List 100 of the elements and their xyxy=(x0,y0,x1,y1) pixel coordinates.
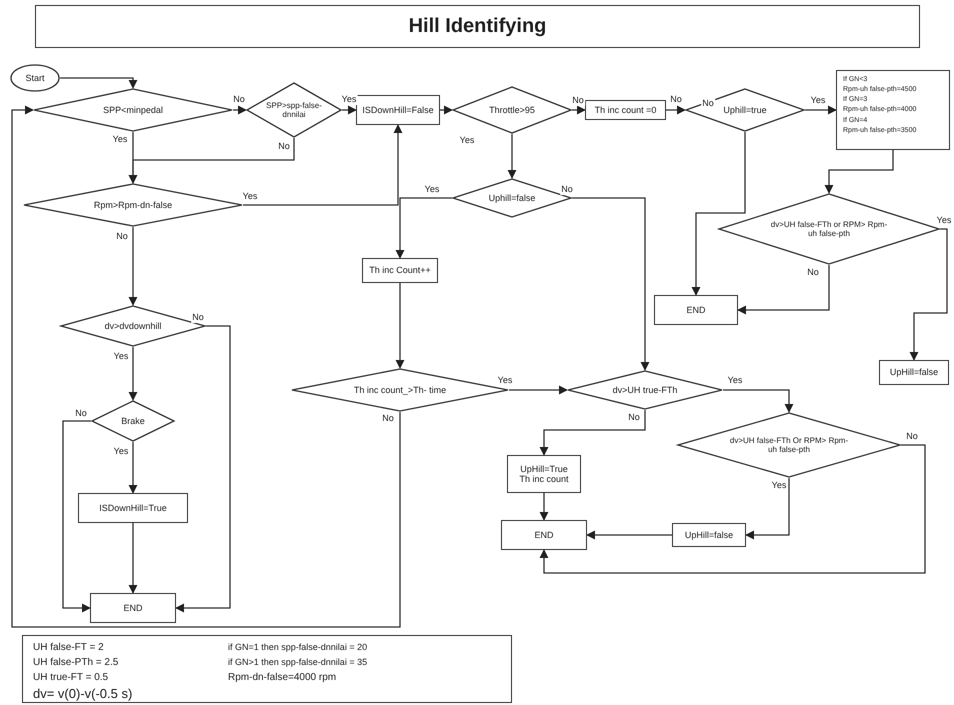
flow-arrow xyxy=(539,493,549,521)
process-box xyxy=(654,295,738,325)
process-box xyxy=(836,70,950,150)
title-box: Hill Identifying xyxy=(35,5,920,48)
edge-label: No xyxy=(74,409,88,419)
condition-text: Uphill=true xyxy=(723,104,767,116)
note-box xyxy=(22,635,512,703)
edge-label: Yes xyxy=(810,96,826,106)
condition-text: SPP>spp-false-dnnilai xyxy=(266,100,322,120)
note-text: Rpm-dn-false=4000 rpm xyxy=(228,672,336,684)
flow-arrow xyxy=(509,385,568,395)
edge-label: Yes xyxy=(424,185,440,195)
node-text: UpHill=false xyxy=(890,367,938,378)
node-text: Th inc count xyxy=(519,474,569,484)
decision-diamond xyxy=(60,305,206,347)
condition-text: dv>UH true-FTh xyxy=(612,384,678,396)
edge-label: No xyxy=(560,185,574,195)
note-text: UH false-PTh = 2.5 xyxy=(33,657,118,668)
condition-text: Uphill=false xyxy=(488,192,536,204)
flow-arrow xyxy=(62,420,91,613)
edge-label: No xyxy=(381,414,395,424)
node-text: Th inc Count++ xyxy=(369,265,431,276)
flow-arrow xyxy=(666,105,686,115)
edge-label: Yes xyxy=(112,352,130,362)
flow-arrow xyxy=(539,410,646,456)
condition-text: dv>UH false-FTh Or RPM> Rpm-uh false-pth xyxy=(729,436,849,454)
edge-label: No xyxy=(905,432,919,442)
flow-arrow xyxy=(233,105,247,115)
process-box xyxy=(879,360,949,385)
flow-arrow xyxy=(60,77,138,89)
flow-arrow xyxy=(737,265,830,315)
condition-text: Throttle>95 xyxy=(489,104,535,116)
process-box xyxy=(362,258,438,283)
process-box xyxy=(507,455,581,493)
node-text: END xyxy=(534,530,554,540)
process-box xyxy=(672,523,746,547)
condition-text: dv>dvdownhill xyxy=(104,320,162,332)
condition-text: dv>UH false-FTh or RPM> Rpm-uh false-pth xyxy=(770,220,888,238)
decision-diamond xyxy=(677,412,901,478)
note-text: dv= v(0)-v(-0.5 s) xyxy=(33,687,132,702)
flow-arrow xyxy=(128,227,138,306)
node-text: ISDownHill=True xyxy=(99,502,167,514)
edge-label: No xyxy=(277,142,291,152)
flow-arrow xyxy=(243,124,403,206)
process-box xyxy=(501,520,587,550)
flow-arrow xyxy=(128,442,138,494)
decision-diamond xyxy=(91,400,175,442)
edge-label: Yes xyxy=(726,376,744,386)
decision-diamond xyxy=(246,82,342,138)
edge-label: No xyxy=(669,95,683,105)
flow-arrow xyxy=(805,105,837,115)
process-box xyxy=(585,100,666,120)
flow-arrow xyxy=(128,347,138,401)
edge-label: Yes xyxy=(112,135,128,145)
flow-arrow xyxy=(745,478,790,540)
flow-arrow xyxy=(723,389,794,413)
flow-arrow xyxy=(395,283,405,369)
edge-label: Yes xyxy=(242,192,258,202)
decision-diamond xyxy=(685,88,805,132)
node-text: Th inc count =0 xyxy=(594,104,656,116)
decision-diamond xyxy=(567,370,723,410)
flow-arrow xyxy=(342,105,357,115)
decision-diamond xyxy=(452,86,572,134)
flow-arrow xyxy=(128,132,138,184)
node-text: UpHill=True xyxy=(520,464,568,474)
flow-arrow xyxy=(539,444,926,574)
edge-label: Yes xyxy=(770,481,788,491)
flow-arrow xyxy=(572,105,586,115)
flow-arrow xyxy=(11,105,401,628)
flow-arrow xyxy=(909,228,948,361)
edge-label: Yes xyxy=(496,376,514,386)
edge-label: No xyxy=(806,268,820,278)
node-text: ISDownHill=False xyxy=(362,104,434,116)
start-ellipse xyxy=(10,64,60,92)
edge-label: No xyxy=(571,96,585,106)
condition-text: Brake xyxy=(121,416,145,426)
condition-text: SPP<minpedal xyxy=(103,104,163,116)
flow-arrow xyxy=(507,134,517,179)
flow-arrow xyxy=(175,325,231,613)
process-box xyxy=(90,593,176,623)
decision-diamond xyxy=(23,183,243,227)
node-text: END xyxy=(123,602,142,614)
decision-diamond xyxy=(452,178,572,218)
edge-label: Yes xyxy=(112,447,130,457)
edge-label: No xyxy=(115,232,129,242)
edge-label: No xyxy=(627,413,641,423)
edge-label: No xyxy=(701,99,715,109)
note-text: UH true-FT = 0.5 xyxy=(33,672,108,684)
flow-arrow xyxy=(691,132,746,296)
edge-label: Yes xyxy=(458,136,476,146)
edge-label: Yes xyxy=(340,95,358,105)
note-text: if GN>1 then spp-false-dnnilai = 35 xyxy=(228,657,368,668)
edge-label: Yes xyxy=(936,216,952,226)
process-box xyxy=(356,95,440,125)
node-text: UpHill=false xyxy=(684,530,734,540)
flow-arrow xyxy=(586,530,672,540)
note-text: UH false-FT = 2 xyxy=(33,642,104,654)
node-text: Start xyxy=(25,72,44,84)
node-text: END xyxy=(686,304,706,316)
condition-text: Th inc count_>Th- time xyxy=(354,384,446,396)
